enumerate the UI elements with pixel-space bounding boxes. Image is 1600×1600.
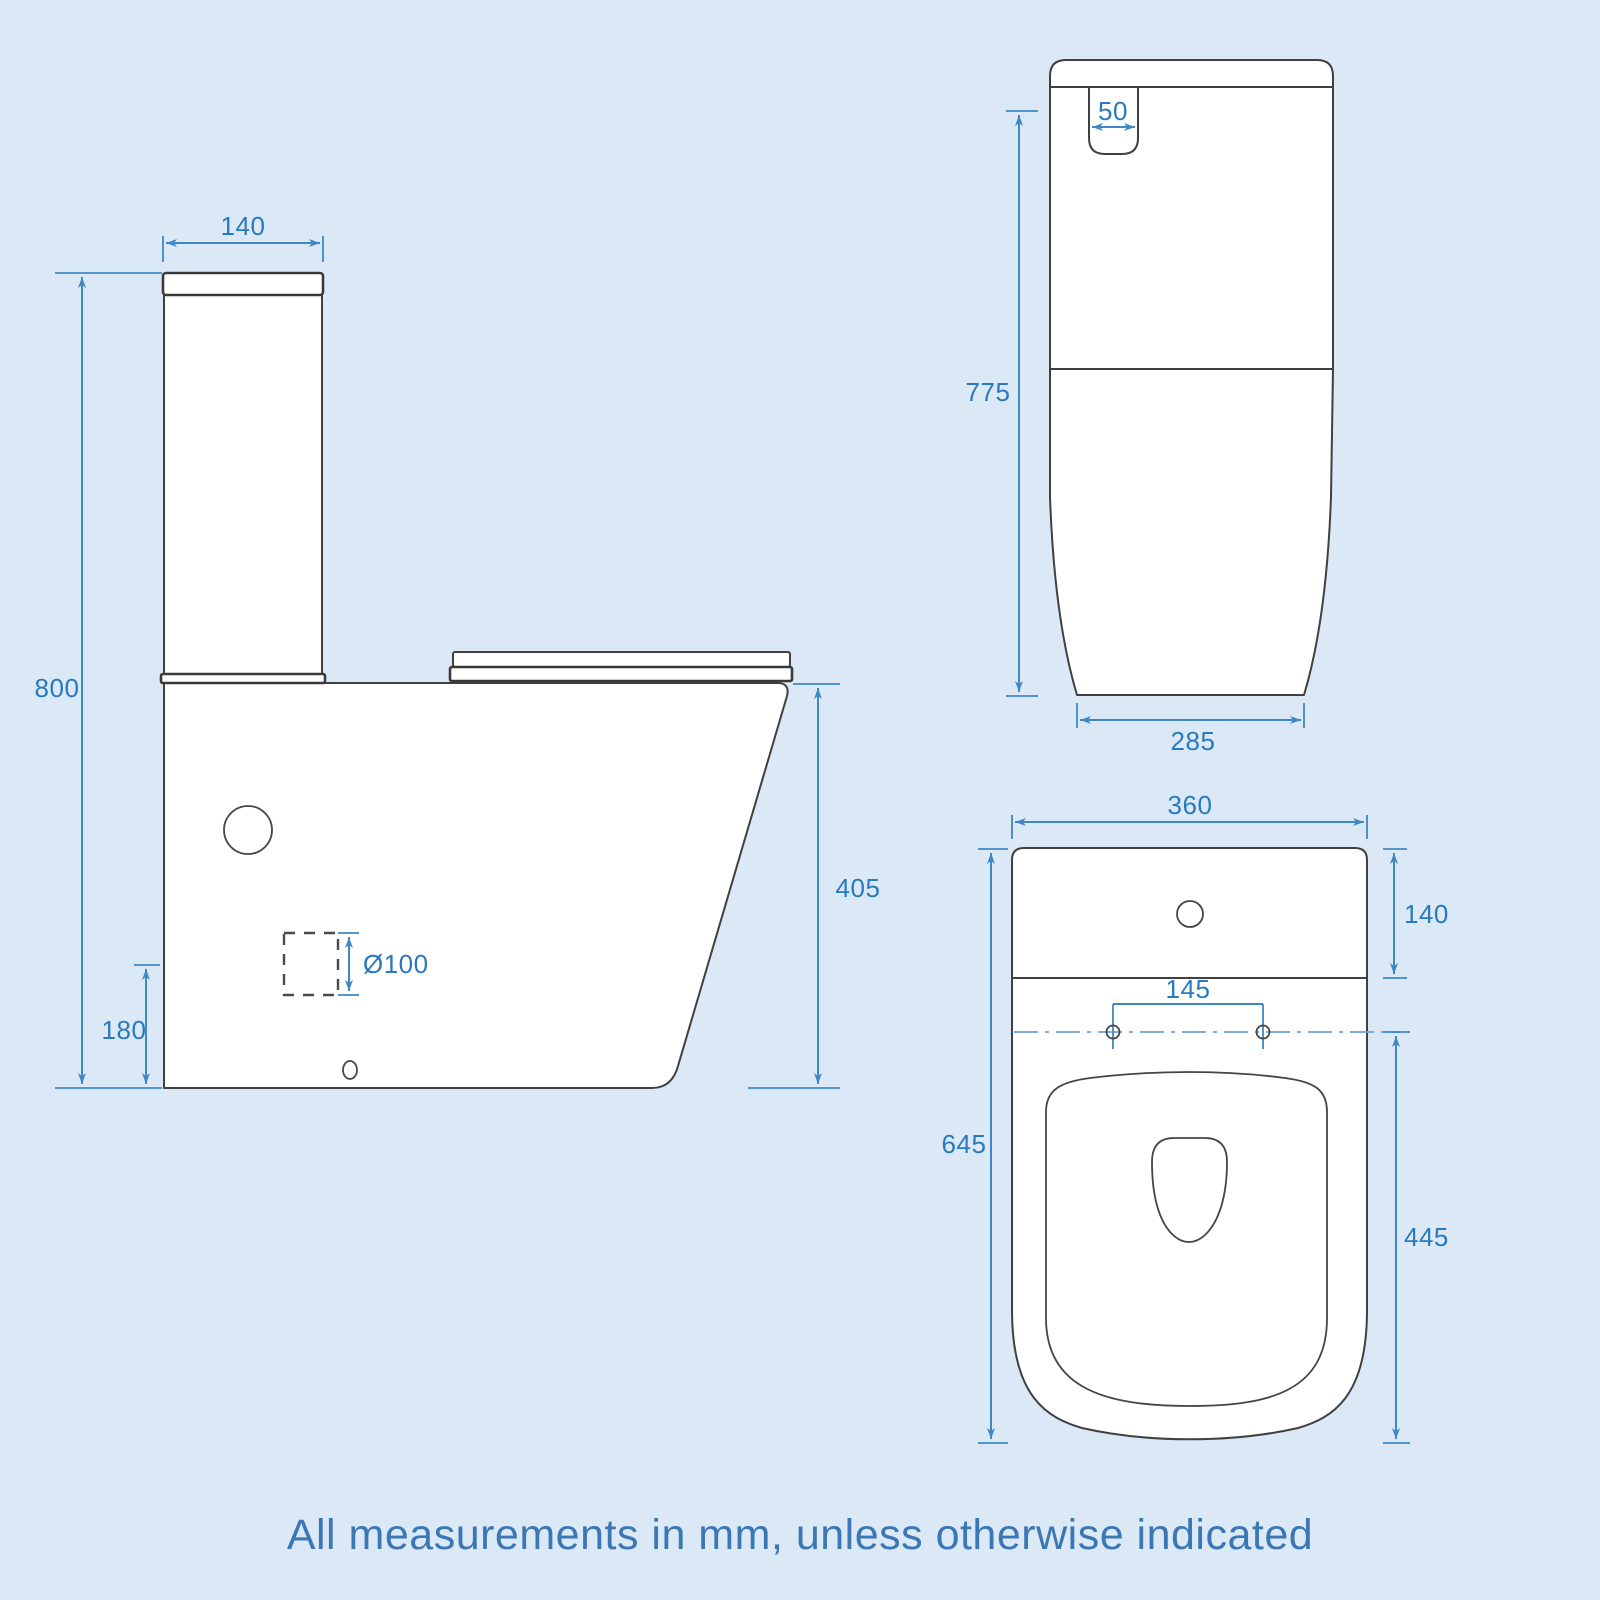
dim-flush-button-width: 50 [1092,96,1135,131]
dim-overall-width: 360 [1011,790,1368,839]
measurement-note: All measurements in mm, unless otherwise… [287,1511,1313,1559]
seat-ring-outline [1045,1071,1328,1407]
seat-lid-slab [452,651,791,668]
dim-label-flush-button-width: 50 [1098,96,1128,126]
dim-label-base-width: 285 [1171,726,1216,756]
dim-label-outlet-diameter: Ø100 [363,949,429,979]
fixing-hole-right [1255,1024,1271,1040]
pan-side-outline [163,682,789,1089]
dim-fixing-centres: 145 [1113,974,1263,1005]
dim-outlet-diameter: Ø100 [338,932,429,996]
floor-fixing-hole [342,1060,358,1080]
fixing-hole-left [1105,1024,1121,1040]
dim-label-outlet-height: 180 [102,1015,147,1045]
dim-pan-height: 405 [748,683,881,1089]
dim-cistern-depth: 140 [1383,848,1449,979]
cistern-body [163,294,323,675]
top-view: 360 140 145 645 445 [942,790,1449,1444]
side-view: 140 800 180 Ø100 405 [35,211,881,1089]
pan-front-outline [1049,368,1334,696]
dim-label-cistern-width: 140 [221,211,266,241]
flush-button-side [223,805,273,855]
dim-label-overall-depth: 645 [942,1129,987,1159]
dim-label-fixing-centres: 145 [1166,974,1211,1004]
dim-total-height: 775 [966,110,1038,697]
dim-label-cistern-depth: 140 [1404,899,1449,929]
front-view: 50 775 285 [966,59,1334,756]
dim-overall-height: 800 [35,272,162,1089]
dim-label-overall-width: 360 [1168,790,1213,820]
dim-label-total-height: 775 [966,377,1011,407]
dim-label-overall-height: 800 [35,673,80,703]
seat-ring-slab [448,665,794,683]
dim-label-pan-height: 405 [836,873,881,903]
soil-outlet-dashed-square [282,931,340,997]
cistern-lid [161,271,325,297]
pan-top-outline [1011,847,1368,1441]
dim-cistern-width: 140 [162,211,324,262]
flush-hole-outline [1151,1137,1228,1243]
dim-base-width: 285 [1076,703,1305,756]
dim-label-seat-depth: 445 [1404,1222,1449,1252]
dim-overall-depth: 645 [942,848,1008,1444]
cistern-front-outline [1049,59,1334,370]
dim-outlet-height: 180 [102,964,160,1084]
dim-seat-depth: 445 [1383,1031,1449,1444]
cistern-base-shelf [159,672,327,685]
flush-button-top [1176,900,1204,928]
flush-button-recess [1088,88,1139,155]
